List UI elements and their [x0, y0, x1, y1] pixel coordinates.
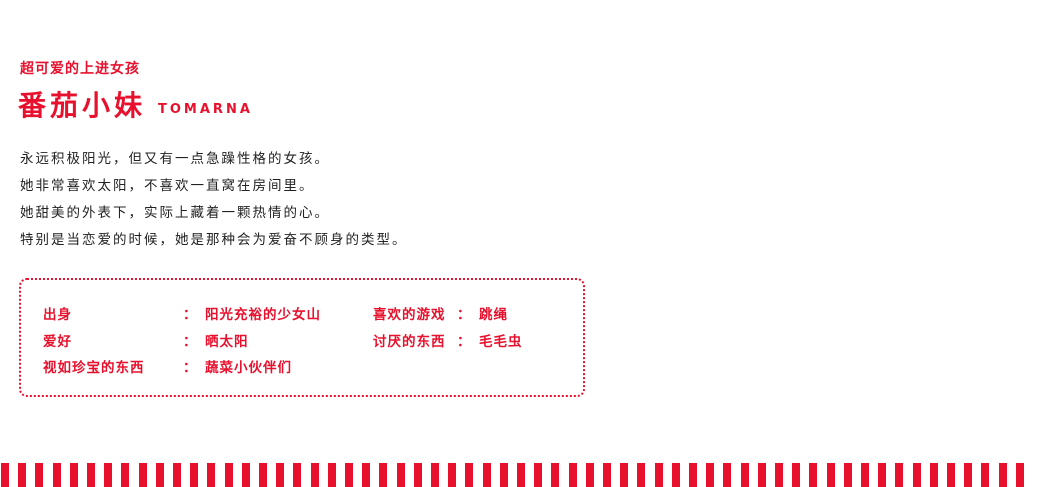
- stripe: [276, 463, 284, 487]
- description: 永远积极阳光，但又有一点急躁性格的女孩。 她非常喜欢太阳，不喜欢一直窝在房间里。…: [20, 146, 408, 254]
- description-line: 特别是当恋爱的时候，她是那种会为爱奋不顾身的类型。: [20, 232, 408, 248]
- stripe: [637, 463, 645, 487]
- stripe: [861, 463, 869, 487]
- field-label: 出身: [43, 307, 72, 323]
- stripe: [723, 463, 731, 487]
- stripe: [190, 463, 198, 487]
- stripe: [121, 463, 129, 487]
- stripe: [87, 463, 95, 487]
- stripe: [706, 463, 714, 487]
- stripe: [345, 463, 353, 487]
- stripe: [741, 463, 749, 487]
- field-value: 阳光充裕的少女山: [205, 307, 321, 323]
- stripe: [620, 463, 628, 487]
- description-line: 她非常喜欢太阳，不喜欢一直窝在房间里。: [20, 178, 315, 194]
- field-label: 讨厌的东西: [373, 334, 446, 350]
- stripe: [775, 463, 783, 487]
- stripe: [311, 463, 319, 487]
- title-row: 番茄小妹 TOMARNA: [18, 88, 253, 124]
- stripe: [844, 463, 852, 487]
- stripe: [448, 463, 456, 487]
- description-line: 她甜美的外表下，实际上藏着一颗热情的心。: [20, 205, 330, 221]
- field-colon: ：: [183, 360, 198, 376]
- stripe: [792, 463, 800, 487]
- stripe: [809, 463, 817, 487]
- stripe: [139, 463, 147, 487]
- stripe: [913, 463, 921, 487]
- stripe: [517, 463, 525, 487]
- field-value: 晒太阳: [205, 334, 249, 350]
- stripe: [328, 463, 336, 487]
- stripe: [465, 463, 473, 487]
- character-name: 番茄小妹: [18, 89, 147, 122]
- stripe: [878, 463, 886, 487]
- field-value: 跳绳: [479, 307, 508, 323]
- stripe: [414, 463, 422, 487]
- stripe: [586, 463, 594, 487]
- stripe: [551, 463, 559, 487]
- field-label: 爱好: [43, 334, 72, 350]
- stripe: [827, 463, 835, 487]
- stripe: [1, 463, 9, 487]
- stripe: [483, 463, 491, 487]
- stripe: [534, 463, 542, 487]
- field-colon: ：: [183, 334, 198, 350]
- stripe: [500, 463, 508, 487]
- stripe: [70, 463, 78, 487]
- stripe: [156, 463, 164, 487]
- stripe: [104, 463, 112, 487]
- stripe: [259, 463, 267, 487]
- stripe: [1016, 463, 1024, 487]
- stripe: [293, 463, 301, 487]
- character-name-english: TOMARNA: [158, 102, 253, 117]
- field-label: 喜欢的游戏: [373, 307, 446, 323]
- stripe: [569, 463, 577, 487]
- stripe: [207, 463, 215, 487]
- stripe: [947, 463, 955, 487]
- field-value: 蔬菜小伙伴们: [205, 360, 292, 376]
- field-colon: ：: [183, 307, 198, 323]
- striped-border: [0, 463, 1041, 487]
- stripe: [35, 463, 43, 487]
- stripe: [379, 463, 387, 487]
- stripe: [999, 463, 1007, 487]
- stripe: [672, 463, 680, 487]
- stripe: [53, 463, 61, 487]
- stripe: [431, 463, 439, 487]
- stripe: [758, 463, 766, 487]
- stripe: [362, 463, 370, 487]
- field-colon: ：: [457, 307, 472, 323]
- stripe: [655, 463, 663, 487]
- field-label: 视如珍宝的东西: [43, 360, 145, 376]
- stripe: [964, 463, 972, 487]
- stripe: [603, 463, 611, 487]
- stripe: [173, 463, 181, 487]
- subtitle: 超可爱的上进女孩: [20, 61, 140, 77]
- profile-box: 出身 ： 阳光充裕的少女山 爱好 ： 晒太阳 视如珍宝的东西 ： 蔬菜小伙伴们 …: [19, 278, 585, 397]
- field-colon: ：: [457, 334, 472, 350]
- stripe: [895, 463, 903, 487]
- stripe: [981, 463, 989, 487]
- field-value: 毛毛虫: [479, 334, 523, 350]
- stripe: [18, 463, 26, 487]
- stripe: [397, 463, 405, 487]
- stripe: [930, 463, 938, 487]
- description-line: 永远积极阳光，但又有一点急躁性格的女孩。: [20, 151, 330, 167]
- stripe: [242, 463, 250, 487]
- stripe: [689, 463, 697, 487]
- stripe: [225, 463, 233, 487]
